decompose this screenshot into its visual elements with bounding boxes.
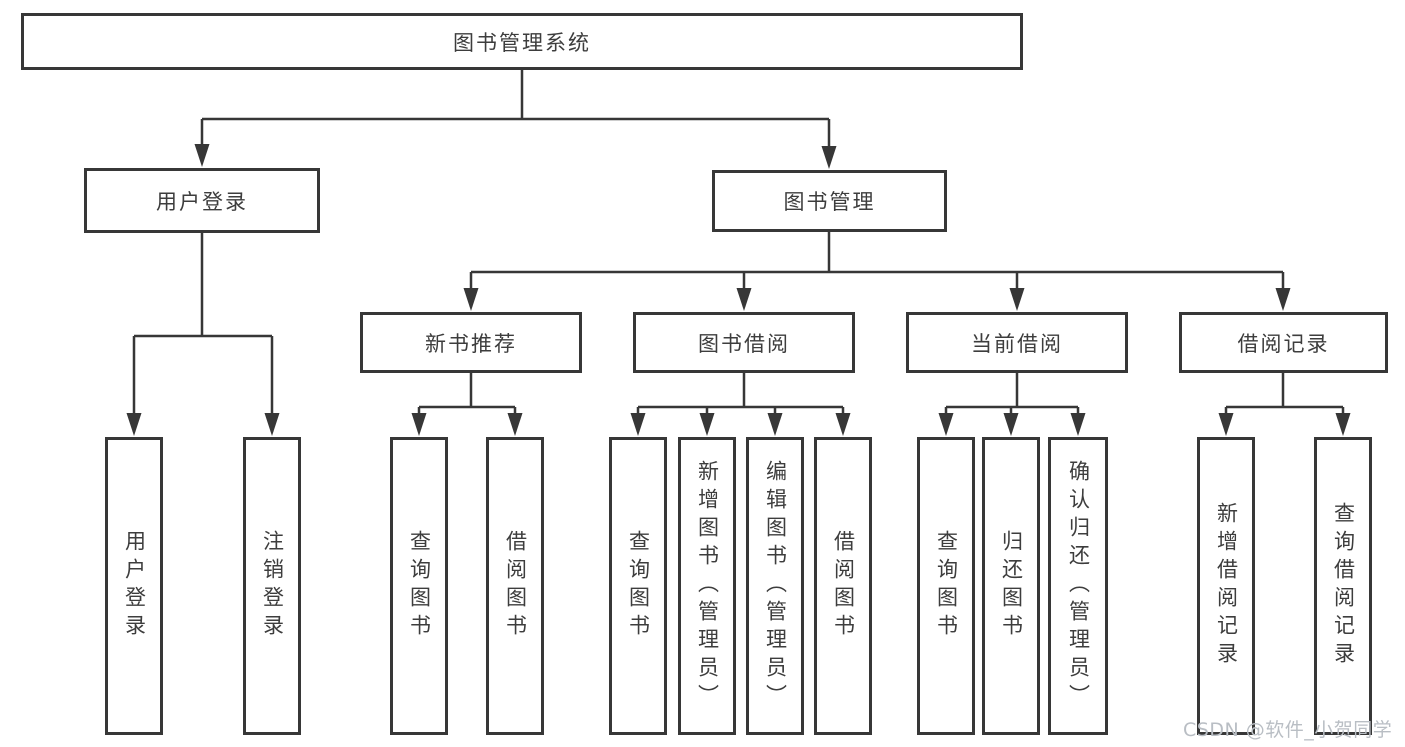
node-label: 查询借阅记录 [1331, 502, 1356, 670]
node-user-login-module: 用户登录 [84, 168, 320, 233]
node-leaf-add-books-admin: 新增图书（管理员） [678, 437, 736, 735]
node-label: 借阅图书 [831, 530, 856, 642]
node-label: 借阅图书 [503, 530, 528, 642]
node-new-book-recommend: 新书推荐 [360, 312, 582, 373]
node-label: 新增图书（管理员） [695, 460, 720, 712]
node-label: 编辑图书（管理员） [763, 460, 788, 712]
node-label: 借阅记录 [1237, 331, 1330, 356]
node-leaf-confirm-return-admin: 确认归还（管理员） [1048, 437, 1108, 735]
node-label: 新书推荐 [425, 331, 517, 356]
node-label: 归还图书 [999, 530, 1024, 642]
node-leaf-query-borrow-record: 查询借阅记录 [1314, 437, 1372, 735]
node-label: 用户登录 [156, 189, 248, 214]
node-current-borrowing: 当前借阅 [906, 312, 1128, 373]
node-label: 图书管理系统 [453, 30, 591, 55]
node-book-borrowing: 图书借阅 [633, 312, 855, 373]
node-leaf-edit-books-admin: 编辑图书（管理员） [746, 437, 804, 735]
node-leaf-add-borrow-record: 新增借阅记录 [1197, 437, 1255, 735]
node-label: 用户登录 [122, 530, 147, 642]
node-label: 图书借阅 [698, 331, 790, 356]
node-leaf-user-login: 用户登录 [105, 437, 163, 735]
arrowheads [126, 144, 1351, 436]
node-label: 当前借阅 [971, 331, 1063, 356]
node-leaf-borrow-books-1: 借阅图书 [486, 437, 544, 735]
csdn-watermark: CSDN @软件_小贺同学 [1183, 719, 1393, 741]
connector-lines [132, 70, 1345, 432]
node-leaf-return-books: 归还图书 [982, 437, 1040, 735]
node-label: 确认归还（管理员） [1066, 460, 1091, 712]
node-leaf-borrow-books-2: 借阅图书 [814, 437, 872, 735]
node-label: 图书管理 [783, 190, 876, 214]
node-label: 查询图书 [407, 530, 432, 642]
node-leaf-query-books-3: 查询图书 [917, 437, 975, 735]
node-book-management-module: 图书管理 [712, 170, 947, 232]
node-root-system: 图书管理系统 [21, 13, 1023, 70]
node-borrow-records: 借阅记录 [1179, 312, 1388, 373]
node-label: 查询图书 [934, 530, 959, 642]
node-leaf-query-books-2: 查询图书 [609, 437, 667, 735]
node-label: 查询图书 [626, 530, 651, 642]
node-leaf-query-books-1: 查询图书 [390, 437, 448, 735]
node-label: 注销登录 [260, 530, 285, 642]
node-label: 新增借阅记录 [1214, 502, 1239, 670]
node-leaf-logout: 注销登录 [243, 437, 301, 735]
